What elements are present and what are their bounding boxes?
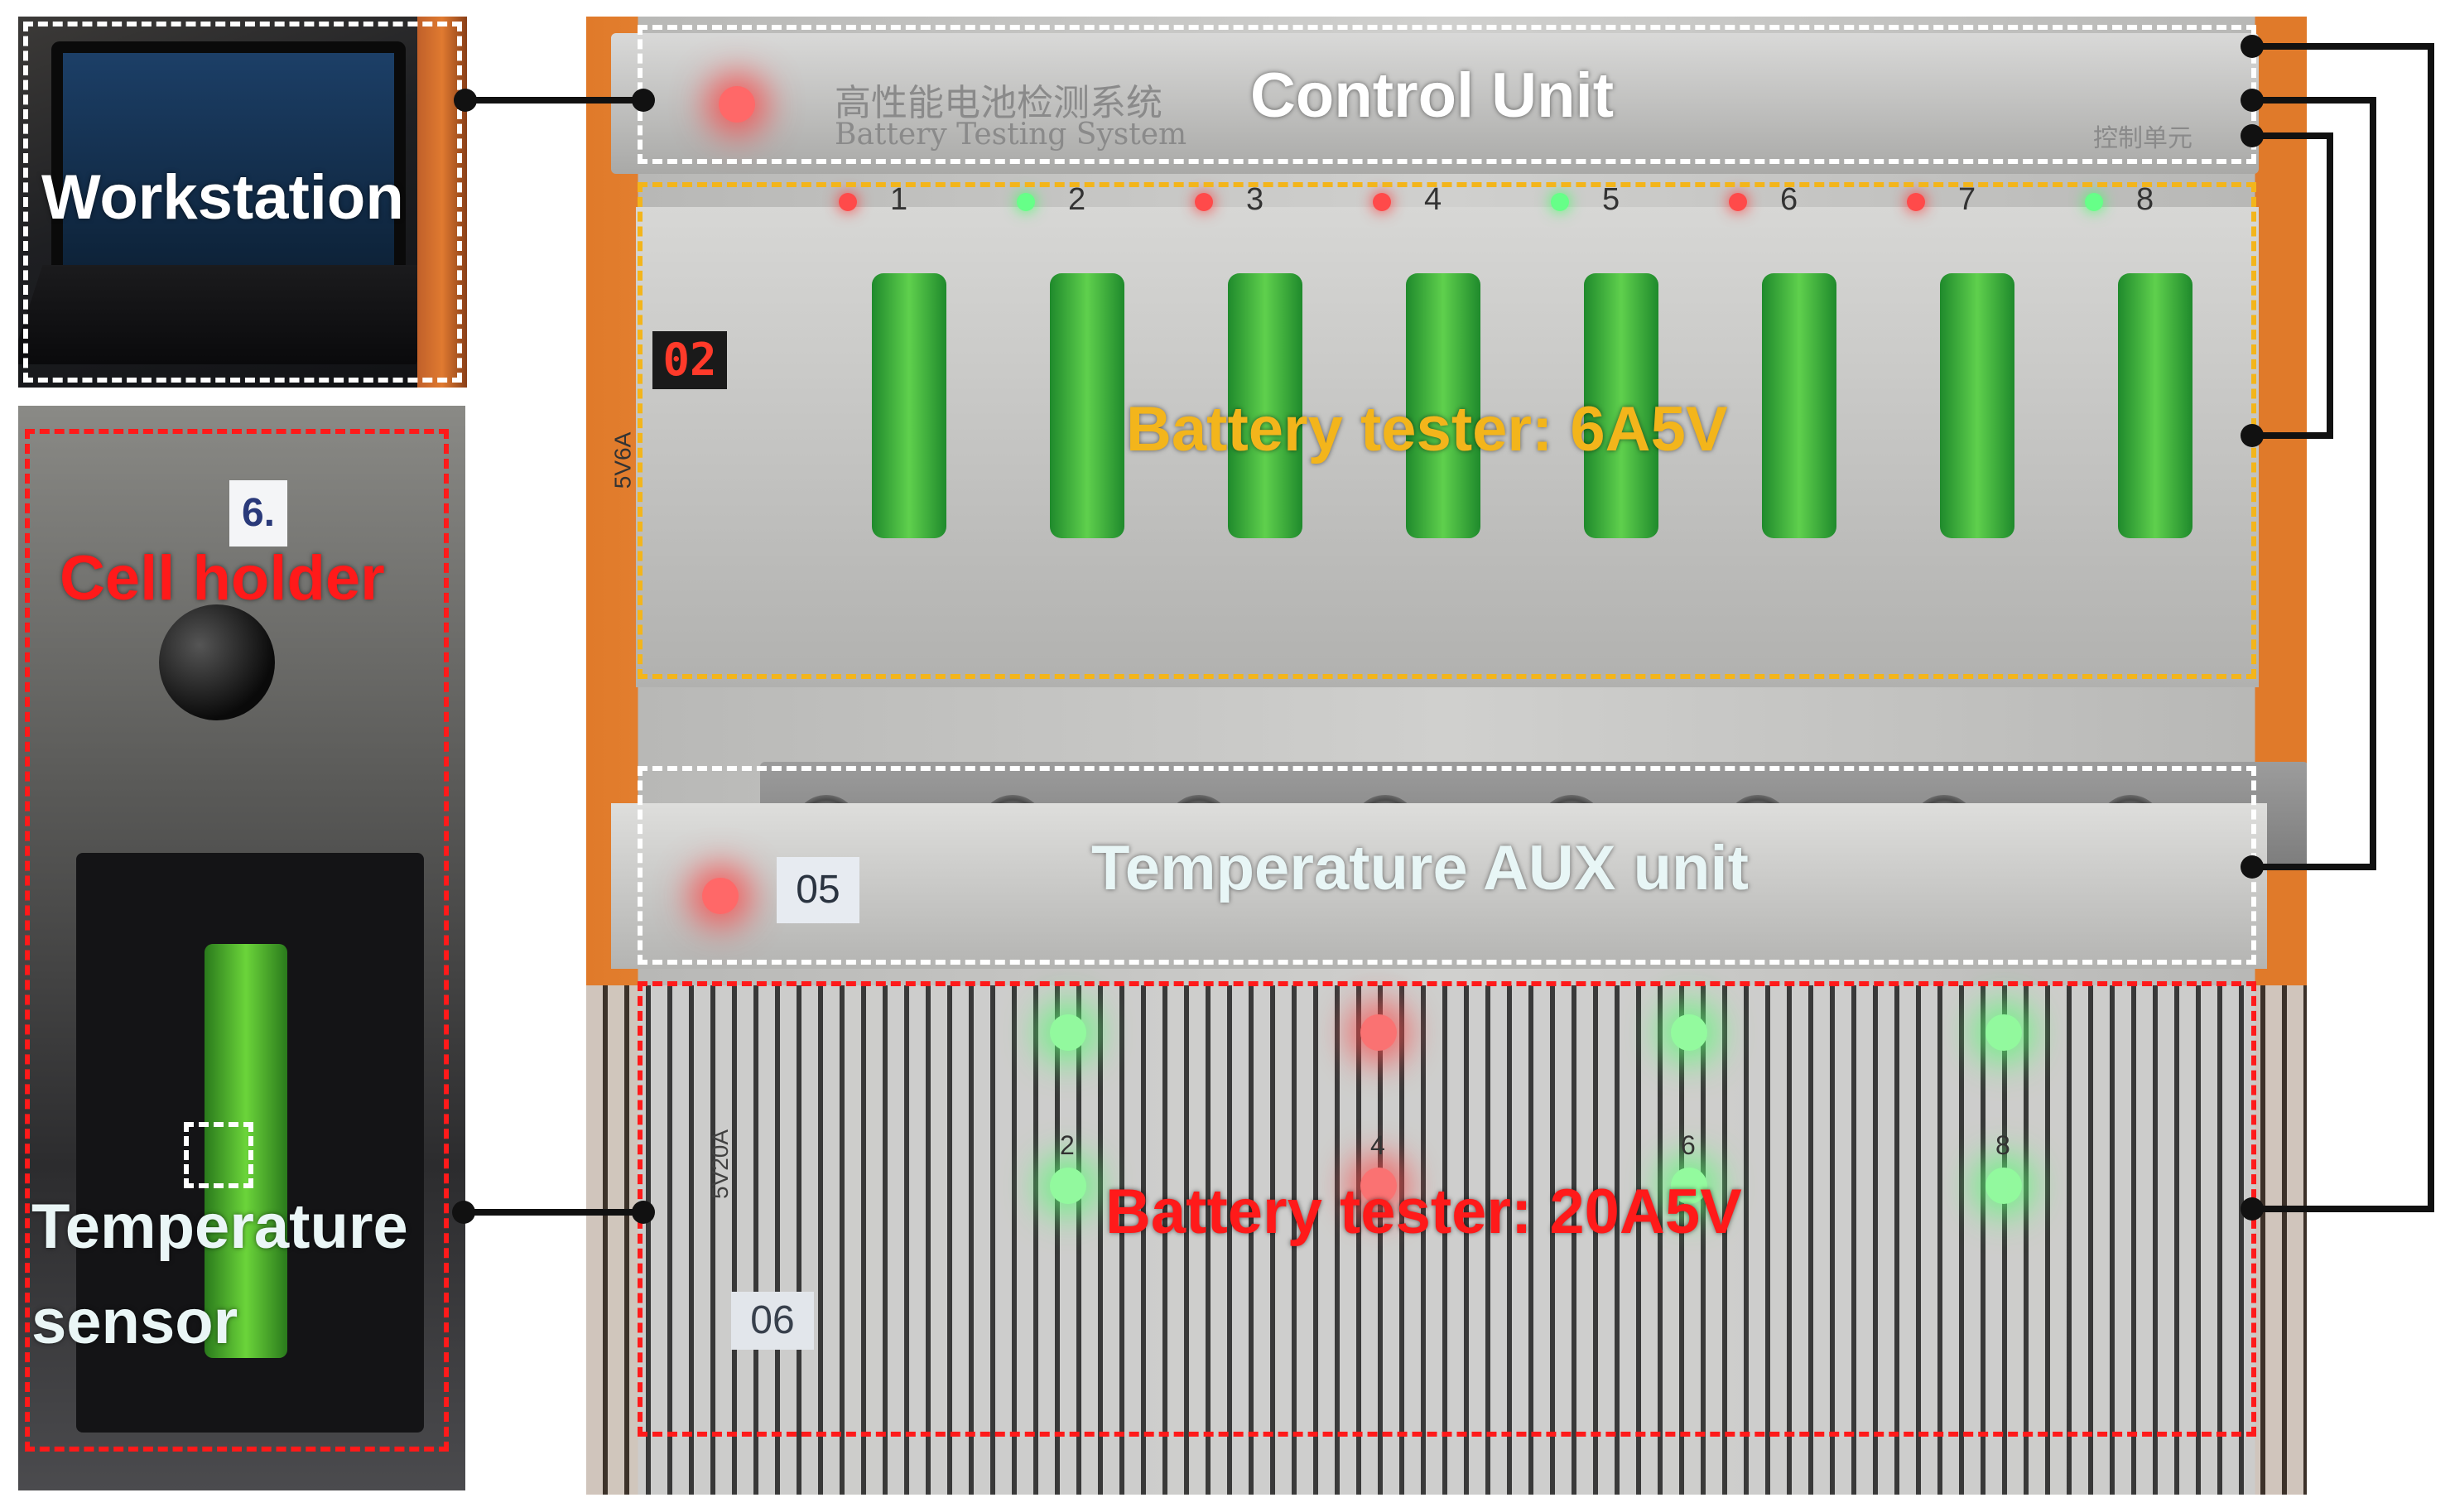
control-panel-en-title: Battery Testing System (835, 118, 1187, 152)
tester-20a-panel: 06 5V20A 2 4 6 8 (586, 985, 2307, 1495)
holder-card: 6. (229, 480, 287, 547)
temperature-sensor-label-2: sensor (31, 1287, 238, 1357)
channel-number: 8 (1995, 1130, 2010, 1160)
workstation-box (23, 22, 462, 383)
workstation-photo (18, 17, 467, 388)
temperature-sensor-box (184, 1122, 253, 1188)
temperature-sensor-label-1: Temperature (31, 1192, 408, 1262)
connector-dot (2241, 855, 2264, 879)
channel-led (1986, 1168, 2022, 1204)
bus-line (2250, 132, 2333, 139)
channel-led (1907, 193, 1925, 211)
bus-line (2250, 432, 2333, 439)
battery-cell (1406, 273, 1480, 538)
tester-6a-unit-id: 02 (652, 331, 727, 389)
bus-line (2428, 43, 2434, 1212)
bus-line (2250, 1206, 2434, 1212)
channel-number: 2 (1068, 182, 1086, 217)
channel-number: 5 (1602, 182, 1620, 217)
control-unit-label: Control Unit (1250, 60, 1615, 131)
bus-line (2250, 43, 2434, 50)
channel-led (1195, 193, 1213, 211)
channel-led (1729, 193, 1747, 211)
channel-led (1671, 1168, 1707, 1204)
channel-led (1551, 193, 1569, 211)
tester-20a-label: Battery tester: 20A5V (1105, 1177, 1742, 1247)
channel-led (839, 193, 857, 211)
rack-photo: 高性能电池检测系统 Battery Testing System 控制单元 02… (586, 17, 2307, 1495)
workstation-label: Workstation (41, 162, 404, 233)
channel-number: 6 (1780, 182, 1798, 217)
tester-6a-rating: 5V6A (609, 431, 636, 489)
tester-20a-unit-id: 06 (731, 1292, 814, 1350)
control-unit-cn: 控制单元 (2093, 124, 2192, 153)
channel-number: 6 (1681, 1130, 1696, 1160)
channel-number: 2 (1060, 1130, 1075, 1160)
holder-knob (159, 604, 275, 720)
connector-dot (2241, 424, 2264, 447)
channel-led (1671, 1014, 1707, 1051)
bus-line (2370, 97, 2376, 870)
channel-led (1373, 193, 1391, 211)
channel-led (1360, 1014, 1397, 1051)
channel-number: 4 (1424, 182, 1442, 217)
connector-dot (2241, 89, 2264, 112)
battery-cell (1584, 273, 1658, 538)
connector-dot (632, 89, 655, 112)
cell-holder-box (25, 429, 449, 1452)
channel-number: 1 (890, 182, 908, 217)
battery-cell (1050, 273, 1124, 538)
channel-number: 3 (1246, 182, 1264, 217)
power-switch-icon (702, 878, 739, 914)
channel-led (1017, 193, 1035, 211)
control-unit-panel: 高性能电池检测系统 Battery Testing System 控制单元 (611, 33, 2259, 174)
channel-number: 8 (2136, 182, 2154, 217)
control-panel-cn-title: 高性能电池检测系统 (835, 82, 1162, 124)
bus-line (2327, 132, 2333, 439)
bus-line (2250, 864, 2376, 870)
cell-holder-label: Cell holder (60, 543, 385, 614)
bus-line (2250, 97, 2376, 104)
connector-dot (454, 89, 477, 112)
temperature-aux-label: Temperature AUX unit (1091, 833, 1749, 903)
battery-cell (1762, 273, 1836, 538)
connector-dot (2241, 35, 2264, 58)
power-switch-icon (719, 86, 755, 123)
channel-led (1360, 1168, 1397, 1204)
connector-dot (452, 1201, 475, 1224)
holder-link (464, 1209, 644, 1216)
battery-cell (1940, 273, 2014, 538)
battery-cell (2118, 273, 2192, 538)
temperature-aux-panel: 05 (611, 803, 2267, 969)
battery-cell (1228, 273, 1302, 538)
battery-cell (872, 273, 946, 538)
channel-led (1050, 1168, 1086, 1204)
connector-dot (2241, 124, 2264, 147)
connector-dot (632, 1201, 655, 1224)
tester-6a-label: Battery tester: 6A5V (1126, 394, 1728, 465)
channel-number: 7 (1958, 182, 1976, 217)
channel-led (2085, 193, 2103, 211)
workstation-link (465, 97, 643, 104)
holder-battery-cell (205, 944, 287, 1358)
channel-led (1050, 1014, 1086, 1051)
channel-led (1986, 1014, 2022, 1051)
aux-unit-id: 05 (777, 857, 859, 923)
channel-number: 4 (1370, 1130, 1385, 1160)
connector-dot (2241, 1197, 2264, 1221)
